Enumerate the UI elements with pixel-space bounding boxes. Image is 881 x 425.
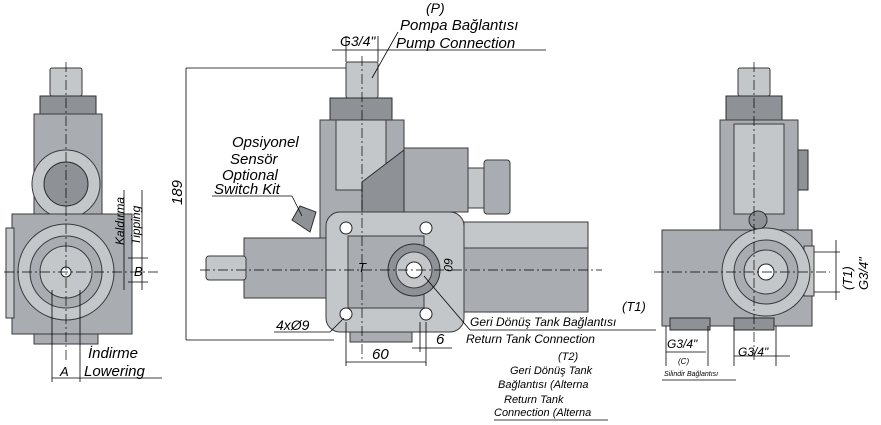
t-letter: T [358,260,367,275]
pump-letter: (P) [426,0,445,16]
front-cylinder-highlight [463,221,589,249]
right-top-plug [748,210,768,230]
flange-hole-4 [419,307,433,321]
t2-tr2-label: Bağlantısı (Alterna [498,379,589,391]
flange-hole-1 [339,221,353,235]
front-view: T 60 189 G3/4" (P) Pompa Bağlantısı Pump… [169,0,656,421]
c-letter: (C) [678,357,689,366]
t1-en-label: Return Tank Connection [466,332,595,346]
lifting-en-label: Tipping [129,205,143,245]
left-side-flange [5,227,15,319]
bottom-thread-2: G3/4" [738,345,769,359]
lowering-tr-label: İndirme [88,345,138,362]
pump-en-label: Pump Connection [396,35,515,52]
right-tower-highlight [733,123,785,215]
height-dim: 189 [169,179,186,205]
lifting-tr-label: Kaldırma [113,197,127,245]
sensor-tr2-label: Sensör [230,151,279,168]
bottom-thread-1: G3/4" [667,337,698,351]
t1-letter: (T1) [622,299,646,314]
sensor-tr1-label: Opsiyonel [232,134,299,151]
holes-label: 4xØ9 [276,317,310,333]
pump-tr-label: Pompa Bağlantısı [400,17,518,34]
left-hex-nut [39,95,97,115]
front-upper-block [403,147,469,213]
sensor-en2-label: Switch Kit [214,181,281,198]
t2-en1-label: Return Tank [504,394,564,406]
right-side-nut [797,149,809,191]
pump-thread-label: G3/4" [340,33,376,49]
right-bottom-port-1 [669,317,711,331]
right-t1-letter: (T1) [840,266,855,290]
cylinder-tr-label: Silindir Bağlantısı [664,371,718,378]
front-hex-nut [329,97,393,121]
flange-hole-2 [419,221,433,235]
front-side-cap [483,159,511,215]
front-bottom-lip [349,331,413,343]
a-letter: A [59,364,69,379]
left-view: B Kaldırma Tipping A İndirme Lowering [4,62,162,382]
front-side-nut [467,167,485,209]
sensor-body [291,205,317,233]
t2-en2-label: Connection (Alterna [494,407,591,419]
right-view: (T1) G3/4" G3/4" G3/4" (C) Silindir Bağl… [654,62,871,381]
t2-letter: (T2) [558,351,579,363]
t2-tr1-label: Geri Dönüş Tank [510,365,593,377]
front-left-plug [205,255,247,281]
b-letter: B [134,264,143,279]
dim-6-label: 6 [436,331,445,348]
sensor-en1-label: Optional [222,167,279,184]
flange-hole-3 [339,307,353,321]
right-side-thread: G3/4" [856,256,871,290]
vertical-60-label: 60 [441,258,455,272]
t1-tr-label: Geri Dönüş Tank Bağlantısı [470,315,616,329]
front-left-housing [243,237,327,299]
dim-60-label: 60 [372,346,389,363]
lowering-en-label: Lowering [84,363,146,380]
